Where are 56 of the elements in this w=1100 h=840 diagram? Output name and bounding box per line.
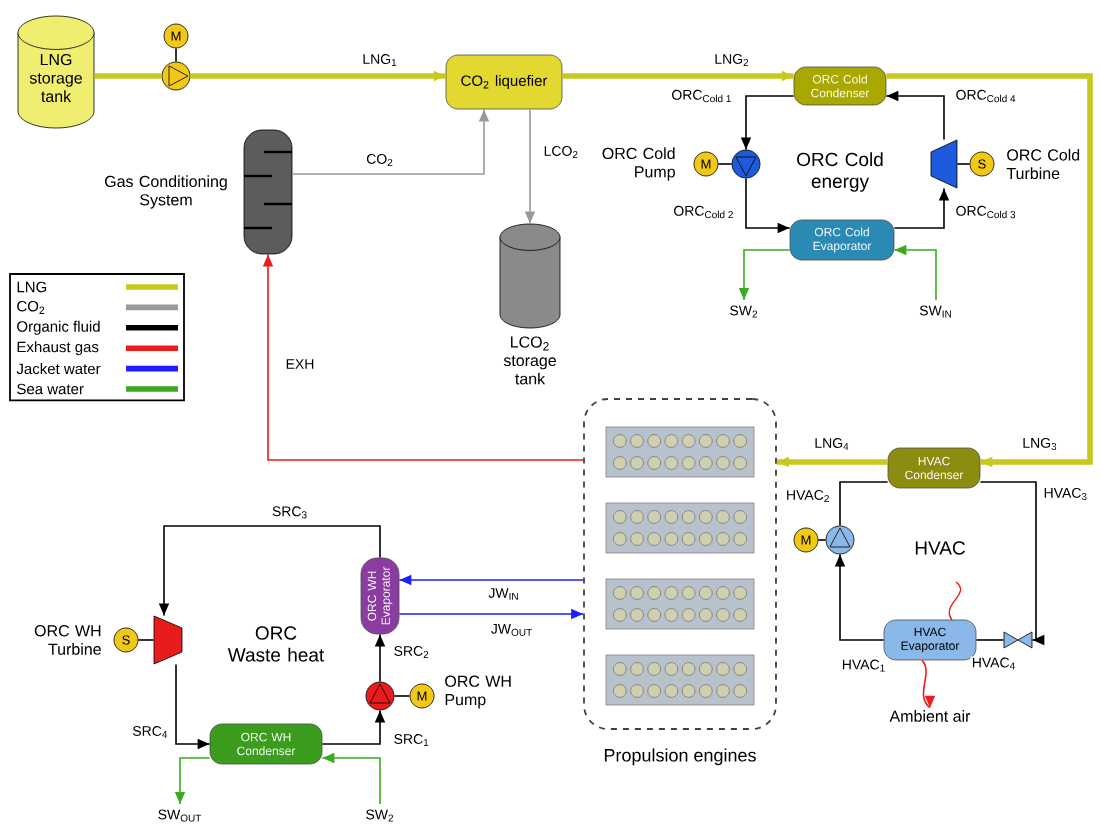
storage-tank: LNG storage tank [17,15,95,129]
pipe-line [717,163,733,165]
engine-block [605,426,755,478]
arrow [398,574,584,586]
arrow [321,709,386,745]
pipe-line [94,73,162,79]
component-label: ORC Cold Pump [602,147,675,181]
arrow [262,253,584,461]
pump-symbol [365,681,395,711]
arrow [886,73,1093,468]
arrow [190,70,446,82]
pump-symbol [161,61,191,91]
arrow [562,70,794,82]
ambient-label: Ambient air [889,710,971,722]
arrow [979,481,1045,646]
arrow [921,659,936,709]
cycle-label: HVAC [915,541,965,555]
arrow [174,757,211,805]
pipe-line [137,639,155,641]
arrow [893,187,950,229]
engine-block [605,502,755,554]
arrow [158,525,381,617]
pipe-line [956,163,971,165]
arrow [291,108,490,175]
component-label: ORC WH Turbine [34,625,101,655]
pipe-line [839,481,889,527]
arrow [398,608,584,620]
component-label: ORC WH Pump [445,675,511,709]
arrow [321,752,381,805]
pipe-line [175,47,177,63]
pipe-line [393,695,411,697]
valve-symbol [1003,631,1033,649]
cycle-label: ORC Waste heat [227,626,325,662]
pump-symbol [731,149,761,179]
turbine-symbol [153,615,183,665]
group-label: Propulsion engines [604,748,756,766]
arrow [175,663,211,750]
arrow [374,633,386,683]
turbine-symbol [930,139,958,189]
arrow [834,553,885,641]
arrow [776,456,888,468]
engine-block [605,654,755,706]
arrow [738,249,791,301]
pipe-line [817,539,827,541]
cycle-label: ORC Cold energy [797,152,883,192]
arrow [885,90,945,141]
tank-label: LCO$_{2}$ storage tank [503,336,556,385]
column-label: Gas Conditioning System [105,175,227,209]
component-label: ORC Cold Turbine [1006,148,1080,180]
arrow [740,95,795,151]
engine-block [605,578,755,630]
arrow [893,244,937,301]
pipe-line [975,639,1005,641]
pump-symbol [825,525,855,555]
arrow [524,108,536,225]
arrow [745,177,791,234]
